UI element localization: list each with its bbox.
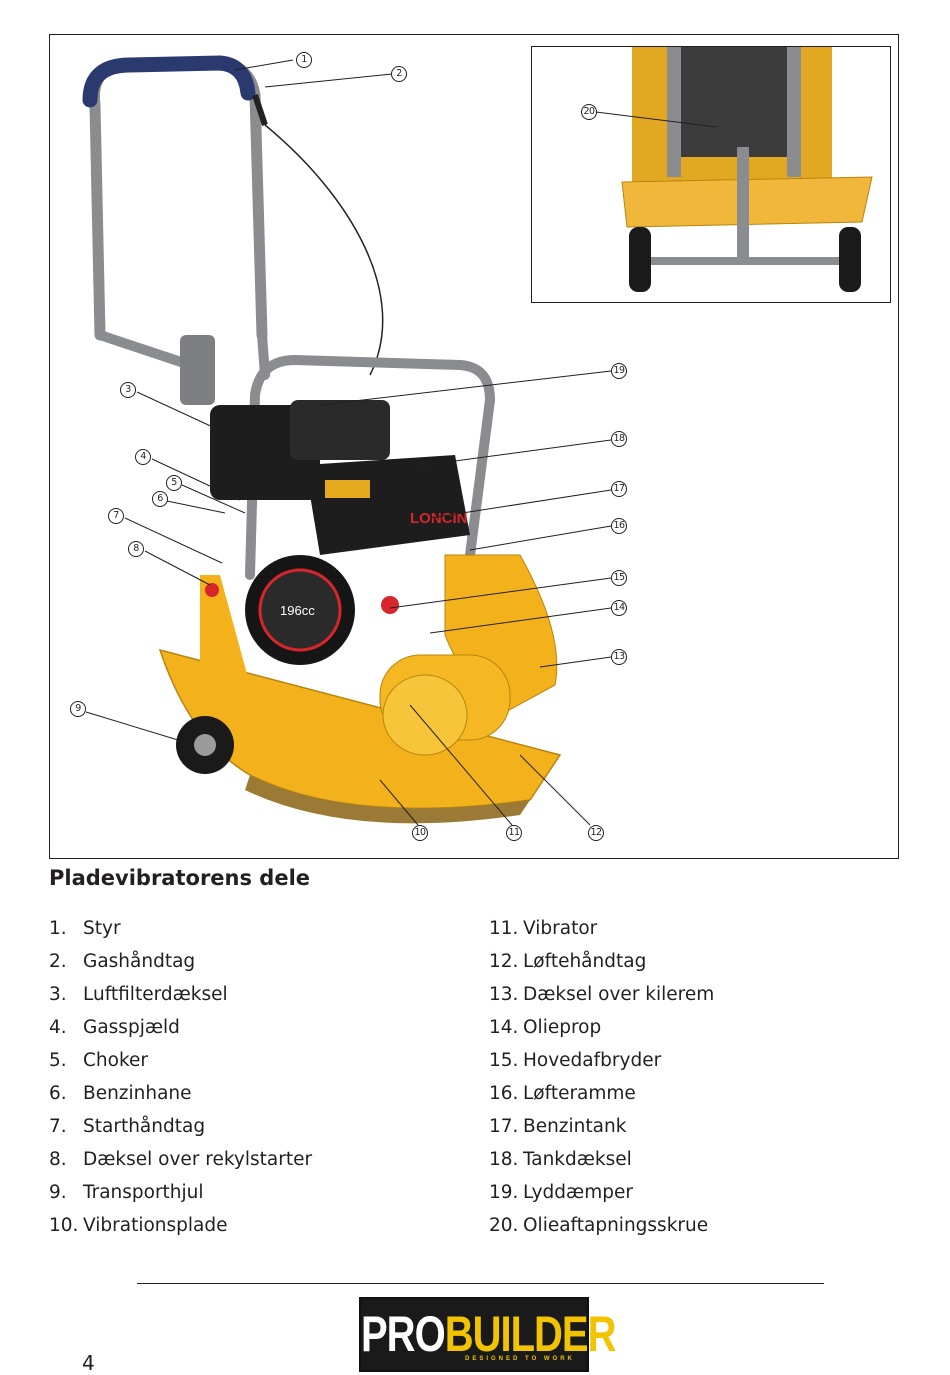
list-item-number: 15. [489,1050,519,1071]
list-item: 16.Løfteramme [489,1077,714,1110]
list-item-number: 14. [489,1017,519,1038]
engine-displacement-label: 196cc [280,603,315,618]
inset-detail-photo: 20 [531,46,891,303]
list-item-number: 17. [489,1116,519,1137]
callout-20: 20 [581,104,597,120]
list-item-label: Benzintank [523,1116,627,1137]
callout-3: 3 [120,382,136,398]
list-item-label: Hovedafbryder [523,1050,662,1071]
list-item-label: Olieprop [523,1017,602,1038]
callout-18: 18 [611,431,627,447]
list-item-number: 4. [49,1017,67,1038]
list-item-label: Lyddæmper [523,1182,633,1203]
callout-14: 14 [611,600,627,616]
list-item: 3. Luftfilterdæksel [49,978,312,1011]
list-item-number: 9. [49,1182,67,1203]
list-item-number: 11. [489,918,519,939]
callout-9: 9 [70,701,86,717]
footer-divider [137,1283,824,1284]
list-item-label: Starthåndtag [83,1116,206,1137]
logo-builder-text: BUILDER [444,1307,617,1362]
callout-15: 15 [611,570,627,586]
callout-19: 19 [611,363,627,379]
callout-16: 16 [611,518,627,534]
list-item: 5. Choker [49,1044,312,1077]
callout-6: 6 [152,491,168,507]
list-item-number: 1. [49,918,67,939]
probuilder-logo: PROBUILDER DESIGNED TO WORK [359,1297,616,1372]
list-item: 13.Dæksel over kilerem [489,978,714,1011]
list-item-number: 8. [49,1149,67,1170]
callout-11: 11 [506,825,522,841]
parts-list-left: 1. Styr 2. Gashåndtag 3. Luftfilterdæksel 4… [49,912,312,1242]
list-item-label: Choker [83,1050,149,1071]
list-item: 17.Benzintank [489,1110,714,1143]
product-figure: LONCIN 196cc [49,34,899,859]
list-item-number: 19. [489,1182,519,1203]
page-number: 4 [82,1351,95,1375]
logo-tagline: DESIGNED TO WORK [465,1356,575,1362]
parts-list-right: 11.Vibrator 12.Løftehåndtag 13.Dæksel ov… [489,912,714,1242]
list-item: 10.Vibrationsplade [49,1209,312,1242]
section-title: Pladevibratorens dele [49,866,311,890]
list-item-number: 16. [489,1083,519,1104]
list-item-label: Transporthjul [83,1182,204,1203]
list-item-number: 13. [489,984,519,1005]
callout-7: 7 [108,508,124,524]
list-item: 2. Gashåndtag [49,945,312,978]
callout-8: 8 [128,541,144,557]
list-item: 4. Gasspjæld [49,1011,312,1044]
callout-4: 4 [135,449,151,465]
plate-compactor-illustration: LONCIN 196cc [82,55,612,826]
list-item-label: Løfteramme [523,1083,636,1104]
list-item: 6. Benzinhane [49,1077,312,1110]
list-item-label: Styr [83,918,121,939]
list-item-number: 2. [49,951,67,972]
list-item-label: Vibrator [523,918,598,939]
list-item-number: 6. [49,1083,67,1104]
callout-17: 17 [611,481,627,497]
list-item-label: Dæksel over rekylstarter [83,1149,313,1170]
list-item-number: 20. [489,1215,519,1236]
list-item: 8. Dæksel over rekylstarter [49,1143,312,1176]
list-item-label: Gashåndtag [83,951,196,972]
callout-10: 10 [412,825,428,841]
list-item-number: 18. [489,1149,519,1170]
list-item: 19.Lyddæmper [489,1176,714,1209]
list-item-label: Benzinhane [83,1083,192,1104]
list-item-label: Olieaftapningsskrue [523,1215,709,1236]
callout-1: 1 [296,52,312,68]
list-item: 7. Starthåndtag [49,1110,312,1143]
list-item-label: Luftfilterdæksel [83,984,228,1005]
list-item: 1. Styr [49,912,312,945]
logo-pro-text: PRO [361,1307,446,1362]
list-item-number: 3. [49,984,67,1005]
list-item: 15.Hovedafbryder [489,1044,714,1077]
callout-2: 2 [391,66,407,82]
logo-wordmark: PROBUILDER [361,1307,616,1363]
list-item-number: 5. [49,1050,67,1071]
drain-plug-detail-illustration [595,47,873,292]
list-item: 9. Transporthjul [49,1176,312,1209]
list-item-number: 12. [489,951,519,972]
list-item-label: Løftehåndtag [523,951,647,972]
list-item: 11.Vibrator [489,912,714,945]
list-item-number: 10. [49,1215,79,1236]
callout-12: 12 [588,825,604,841]
callout-5: 5 [166,475,182,491]
list-item: 14.Olieprop [489,1011,714,1044]
list-item: 20.Olieaftapningsskrue [489,1209,714,1242]
list-item: 12.Løftehåndtag [489,945,714,978]
list-item-label: Tankdæksel [523,1149,632,1170]
list-item: 18.Tankdæksel [489,1143,714,1176]
list-item-label: Gasspjæld [83,1017,180,1038]
engine-brand-label: LONCIN [410,510,468,527]
callout-13: 13 [611,649,627,665]
list-item-label: Dæksel over kilerem [523,984,715,1005]
list-item-number: 7. [49,1116,67,1137]
list-item-label: Vibrationsplade [83,1215,228,1236]
